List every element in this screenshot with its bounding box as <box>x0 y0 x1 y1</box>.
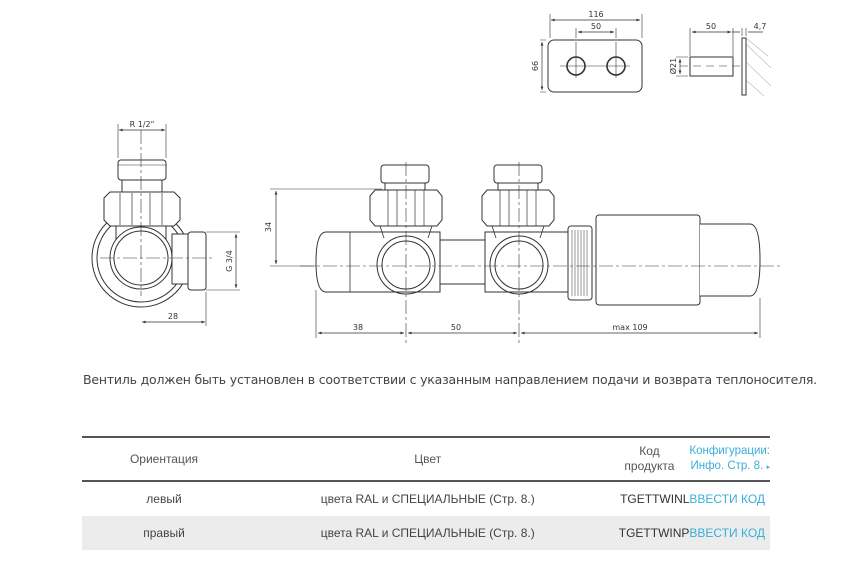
header-config-link[interactable]: Конфигурации: Инфо. Стр. 8. ▸ <box>689 437 770 481</box>
cell-code: TGETTWINL <box>620 492 690 506</box>
cover-plate-front-view <box>540 14 643 93</box>
dim-side-depth: 50 <box>706 22 716 31</box>
cell-orientation: правый <box>82 516 246 550</box>
enter-code-link[interactable]: ВВЕСТИ КОД <box>689 516 770 550</box>
cell-color: цвета RAL и СПЕЦИАЛЬНЫЕ (Стр. 8.) <box>246 516 610 550</box>
technical-drawing: 116 50 66 50 4,7 Ø21 R 1/2" G 3/4 28 34 … <box>91 10 780 344</box>
arrow-right-icon: ▸ <box>766 463 770 471</box>
header-color: Цвет <box>414 452 442 466</box>
dim-wall-thickness: 4,7 <box>754 22 767 31</box>
header-orientation: Ориентация <box>129 452 199 466</box>
cover-plate-side-view <box>676 28 772 97</box>
header-config-line2: Инфо. Стр. 8. <box>690 459 764 472</box>
dim-pipe-diameter: Ø21 <box>668 58 678 74</box>
dim-thread-top: R 1/2" <box>130 120 155 129</box>
cell-color: цвета RAL и СПЕЦИАЛЬНЫЕ (Стр. 8.) <box>320 492 535 506</box>
dim-head-length: max 109 <box>612 323 647 332</box>
dim-plate-height: 66 <box>531 61 540 71</box>
header-code-line2: продукта <box>624 459 675 473</box>
dim-height: 34 <box>264 222 273 232</box>
dim-center-spacing: 50 <box>451 323 461 332</box>
table-row: левый цвета RAL и СПЕЦИАЛЬНЫЕ (Стр. 8.) … <box>82 481 770 516</box>
installation-note: Вентиль должен быть установлен в соответ… <box>83 372 817 387</box>
valve-side-view <box>91 124 240 326</box>
cell-code: TGETTWINP <box>609 516 690 550</box>
dim-plate-hole-spacing: 50 <box>591 22 601 31</box>
dim-plate-width: 116 <box>588 10 603 19</box>
dim-side-offset: 28 <box>168 312 178 321</box>
enter-code-link[interactable]: ВВЕСТИ КОД <box>689 492 766 506</box>
dim-left-offset: 38 <box>353 323 363 332</box>
cell-orientation: левый <box>146 492 182 506</box>
table-row: правый цвета RAL и СПЕЦИАЛЬНЫЕ (Стр. 8.)… <box>82 516 770 550</box>
dim-thread-side: G 3/4 <box>225 250 234 272</box>
header-config-line1: Конфигурации: <box>689 444 770 457</box>
header-code-line1: Код <box>639 444 660 458</box>
valve-front-view <box>270 162 780 344</box>
